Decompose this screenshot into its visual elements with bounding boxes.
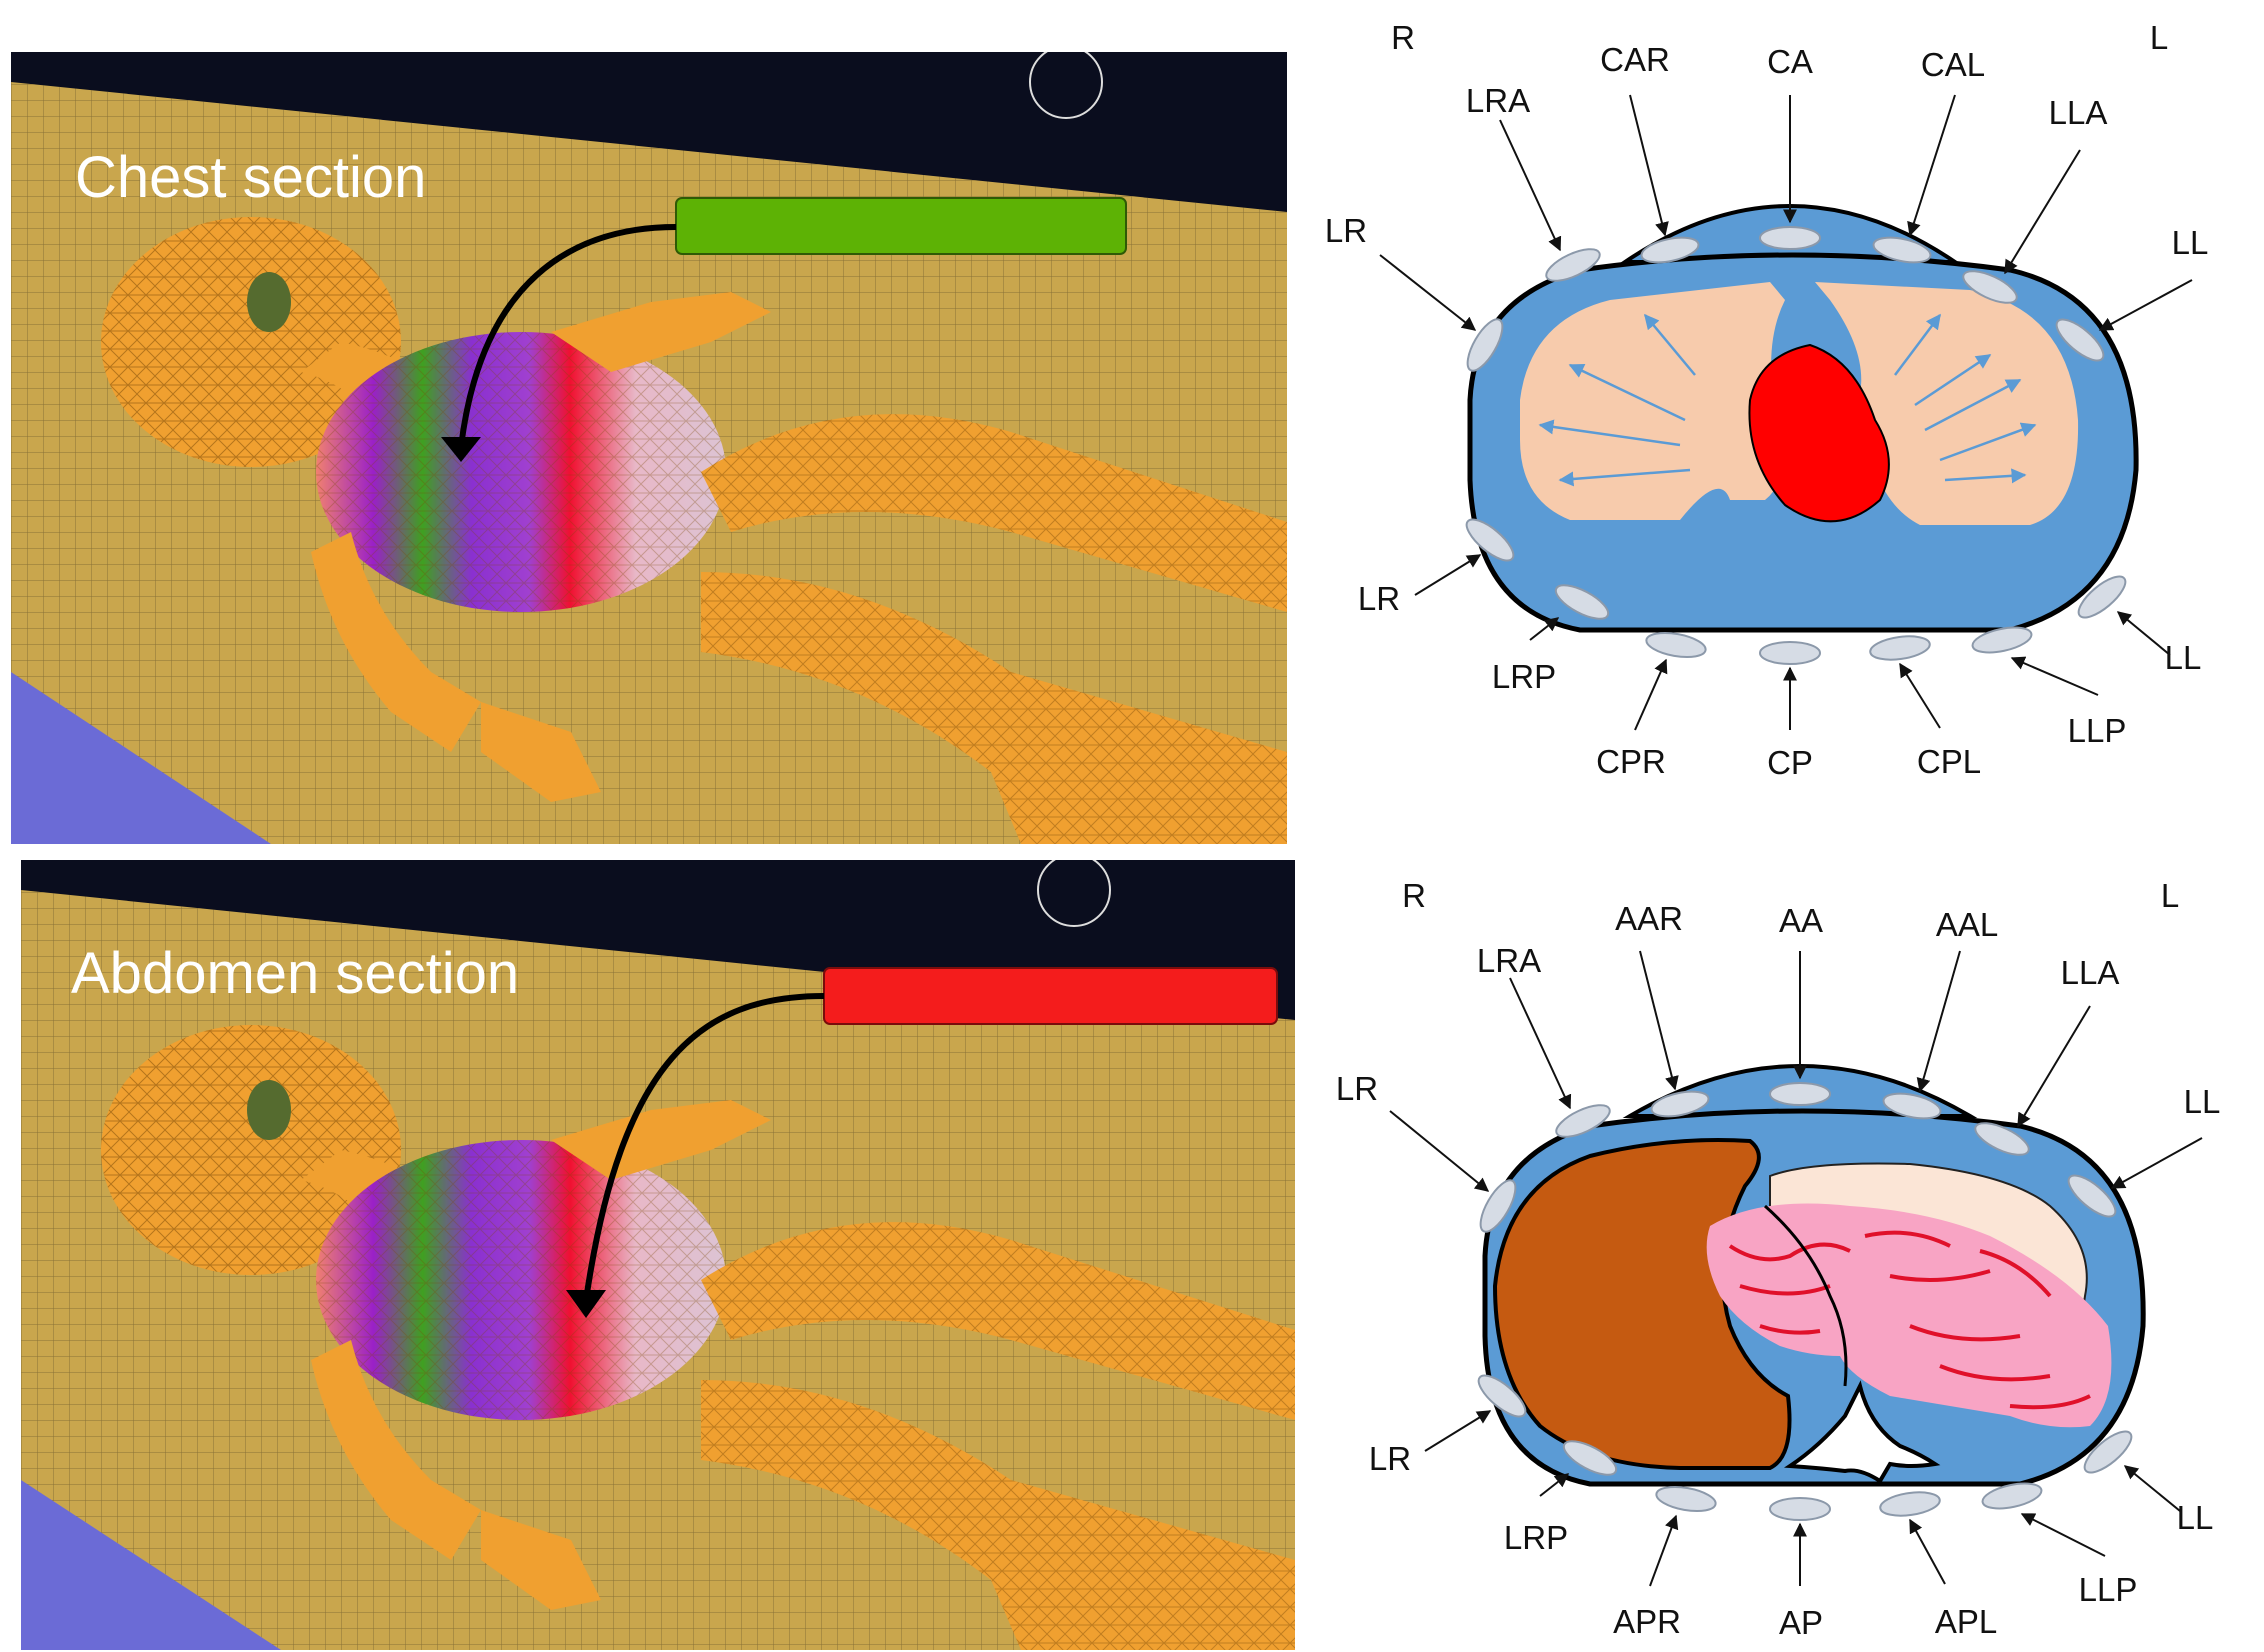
infant-mesh-model (101, 1025, 1295, 1650)
intestine-vessels (1728, 1230, 2091, 1410)
intestines (1706, 1203, 2112, 1428)
electrode-label: AAL (1935, 906, 1999, 943)
electrode-label: CA (1767, 43, 1813, 80)
electrode-pads (1465, 226, 2127, 665)
electrode-label: LR (1335, 1070, 1379, 1107)
electrode-label: LLP (2078, 1571, 2138, 1608)
right-side-label: R (1402, 877, 1426, 914)
electrode-pointer-lines (1379, 94, 2193, 731)
chest-marker-bar (675, 197, 1127, 255)
electrode-label: AAR (1615, 900, 1683, 937)
electrode-label: APR (1613, 1603, 1681, 1640)
infant-mesh-model (101, 217, 1287, 844)
spine (1783, 1380, 1941, 1484)
electrode-label: CPL (1916, 743, 1982, 780)
chest-pointer-arrow (458, 224, 677, 448)
electrode-label: LL (2171, 224, 2209, 261)
abdomen-marker-bar (823, 967, 1278, 1025)
abdomen-render-graphic (21, 860, 1295, 1650)
chest-render-graphic (11, 52, 1287, 844)
electrode-label: APL (1934, 1603, 1998, 1640)
electrode-label: LL (2183, 1083, 2221, 1120)
electrode-label: LR (1368, 1440, 1412, 1477)
abdomen-cross-section-graphic (1389, 950, 2203, 1587)
electrode-label: LR (1324, 212, 1368, 249)
electrode-label: LRA (1476, 942, 1542, 979)
abdomen-section-render: Abdomen section (21, 860, 1295, 1650)
left-side-label: L (2149, 19, 2169, 56)
electrode-label: LR (1357, 580, 1401, 617)
electrode-label: LLA (2048, 94, 2108, 131)
abdomen-pointer-arrow (583, 993, 825, 1301)
chest-section-label: Chest section (75, 145, 427, 210)
left-side-label: L (2160, 877, 2180, 914)
chest-arrowhead (441, 437, 481, 462)
electrode-pads (1477, 1082, 2133, 1521)
electrode-pointer-lines (1389, 950, 2203, 1587)
electrode-label: AA (1778, 902, 1824, 939)
electrode-label: CAL (1920, 46, 1986, 83)
abdomen-arrowhead (566, 1290, 606, 1318)
chest-cross-section-diagram: R L LRA CAR CA CAL LLA LR LL LR LL LRP C… (1290, 0, 2264, 830)
lung-expansion-arrows (1538, 313, 2037, 487)
abdomen-cross-section-diagram: R L LRA AAR AA AAL LLA LR LL LR LL LRP A… (1290, 856, 2264, 1652)
electrode-label: LL (2164, 639, 2202, 676)
organ-boundary (1764, 1204, 1848, 1387)
electrode-label: CPR (1596, 743, 1666, 780)
chest-section-render: Chest section (11, 52, 1287, 844)
electrode-label: LLA (2060, 954, 2120, 991)
electrode-label: CAR (1600, 41, 1670, 78)
heart (1748, 343, 1890, 523)
electrode-label: AP (1778, 1604, 1824, 1641)
abdomen-section-label: Abdomen section (71, 941, 520, 1006)
electrode-label: LRP (1491, 658, 1557, 695)
chest-cross-section-graphic (1379, 94, 2193, 731)
electrode-label: CP (1767, 744, 1813, 781)
electrode-label: LLP (2067, 712, 2127, 749)
electrode-label: LL (2176, 1499, 2214, 1536)
electrode-label: LRP (1503, 1519, 1569, 1556)
right-lung (1520, 282, 1785, 520)
right-side-label: R (1391, 19, 1415, 56)
electrode-label: LRA (1465, 82, 1531, 119)
